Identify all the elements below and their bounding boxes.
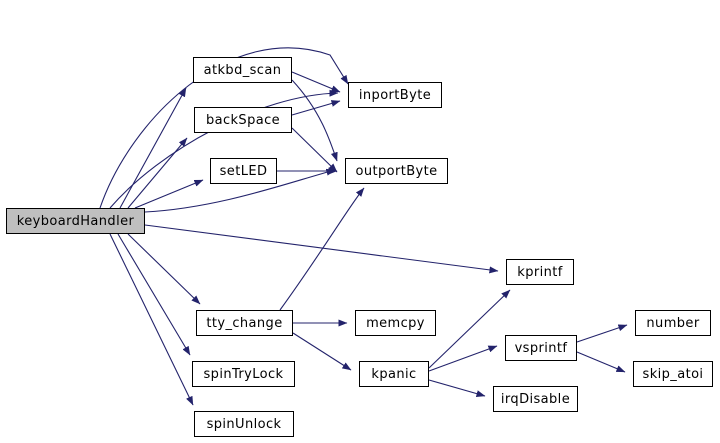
node-backSpace[interactable]: backSpace bbox=[194, 107, 292, 133]
node-setLED[interactable]: setLED bbox=[210, 158, 277, 184]
node-vsprintf[interactable]: vsprintf bbox=[505, 335, 577, 361]
node-label-vsprintf: vsprintf bbox=[514, 340, 568, 356]
node-label-outportByte: outportByte bbox=[355, 163, 438, 179]
node-irqDisable[interactable]: irqDisable bbox=[493, 386, 578, 412]
node-label-atkbd_scan: atkbd_scan bbox=[203, 62, 282, 78]
edge-kpanic-to-vsprintf bbox=[428, 345, 498, 372]
node-label-setLED: setLED bbox=[219, 163, 268, 179]
node-label-memcpy: memcpy bbox=[366, 315, 425, 331]
edge-tty_change-to-kpanic bbox=[292, 332, 352, 371]
node-spinUnlock[interactable]: spinUnlock bbox=[194, 411, 294, 437]
node-kprintf[interactable]: kprintf bbox=[506, 259, 574, 285]
node-skip_atoi[interactable]: skip_atoi bbox=[633, 361, 713, 387]
node-keyboardHandler[interactable]: keyboardHandler bbox=[6, 208, 145, 234]
edge-backSpace-to-inportByte bbox=[291, 100, 341, 116]
node-label-number: number bbox=[646, 315, 700, 331]
edge-atkbd_scan-to-inportByte bbox=[291, 71, 341, 93]
edge-keyboardHandler-to-kprintf bbox=[144, 224, 499, 274]
edge-kpanic-to-kprintf bbox=[428, 289, 511, 369]
node-outportByte[interactable]: outportByte bbox=[345, 158, 448, 184]
edge-kpanic-to-irqDisable bbox=[428, 379, 486, 398]
edge-keyboardHandler-to-atkbd_scan bbox=[119, 87, 187, 209]
node-label-spinUnlock: spinUnlock bbox=[206, 416, 282, 432]
node-number[interactable]: number bbox=[635, 310, 711, 336]
edge-vsprintf-to-number bbox=[576, 324, 628, 343]
edge-vsprintf-to-skip_atoi bbox=[576, 351, 626, 373]
edge-backSpace-to-outportByte bbox=[291, 127, 338, 173]
node-spinTryLock[interactable]: spinTryLock bbox=[192, 361, 295, 387]
node-atkbd_scan[interactable]: atkbd_scan bbox=[193, 57, 292, 83]
node-inportByte[interactable]: inportByte bbox=[348, 82, 442, 108]
node-label-spinTryLock: spinTryLock bbox=[203, 366, 284, 382]
node-label-inportByte: inportByte bbox=[358, 87, 432, 103]
node-label-backSpace: backSpace bbox=[205, 112, 281, 128]
edge-keyboardHandler-to-spinTryLock bbox=[117, 233, 191, 356]
node-label-tty_change: tty_change bbox=[206, 315, 283, 331]
node-label-skip_atoi: skip_atoi bbox=[642, 366, 704, 382]
node-label-keyboardHandler: keyboardHandler bbox=[16, 213, 135, 229]
node-memcpy[interactable]: memcpy bbox=[355, 310, 436, 336]
edge-atkbd_scan-to-outportByte bbox=[291, 79, 338, 162]
node-label-kprintf: kprintf bbox=[517, 264, 563, 280]
edge-keyboardHandler-to-spinUnlock bbox=[109, 233, 194, 406]
edge-keyboardHandler-to-backSpace bbox=[127, 137, 188, 209]
node-tty_change[interactable]: tty_change bbox=[196, 310, 293, 336]
node-label-irqDisable: irqDisable bbox=[500, 391, 571, 407]
edge-tty_change-to-outportByte bbox=[279, 187, 365, 311]
node-label-kpanic: kpanic bbox=[371, 366, 417, 382]
node-kpanic[interactable]: kpanic bbox=[359, 361, 429, 387]
edge-keyboardHandler-to-tty_change bbox=[127, 233, 201, 305]
edge-keyboardHandler-to-setLED bbox=[134, 179, 204, 209]
